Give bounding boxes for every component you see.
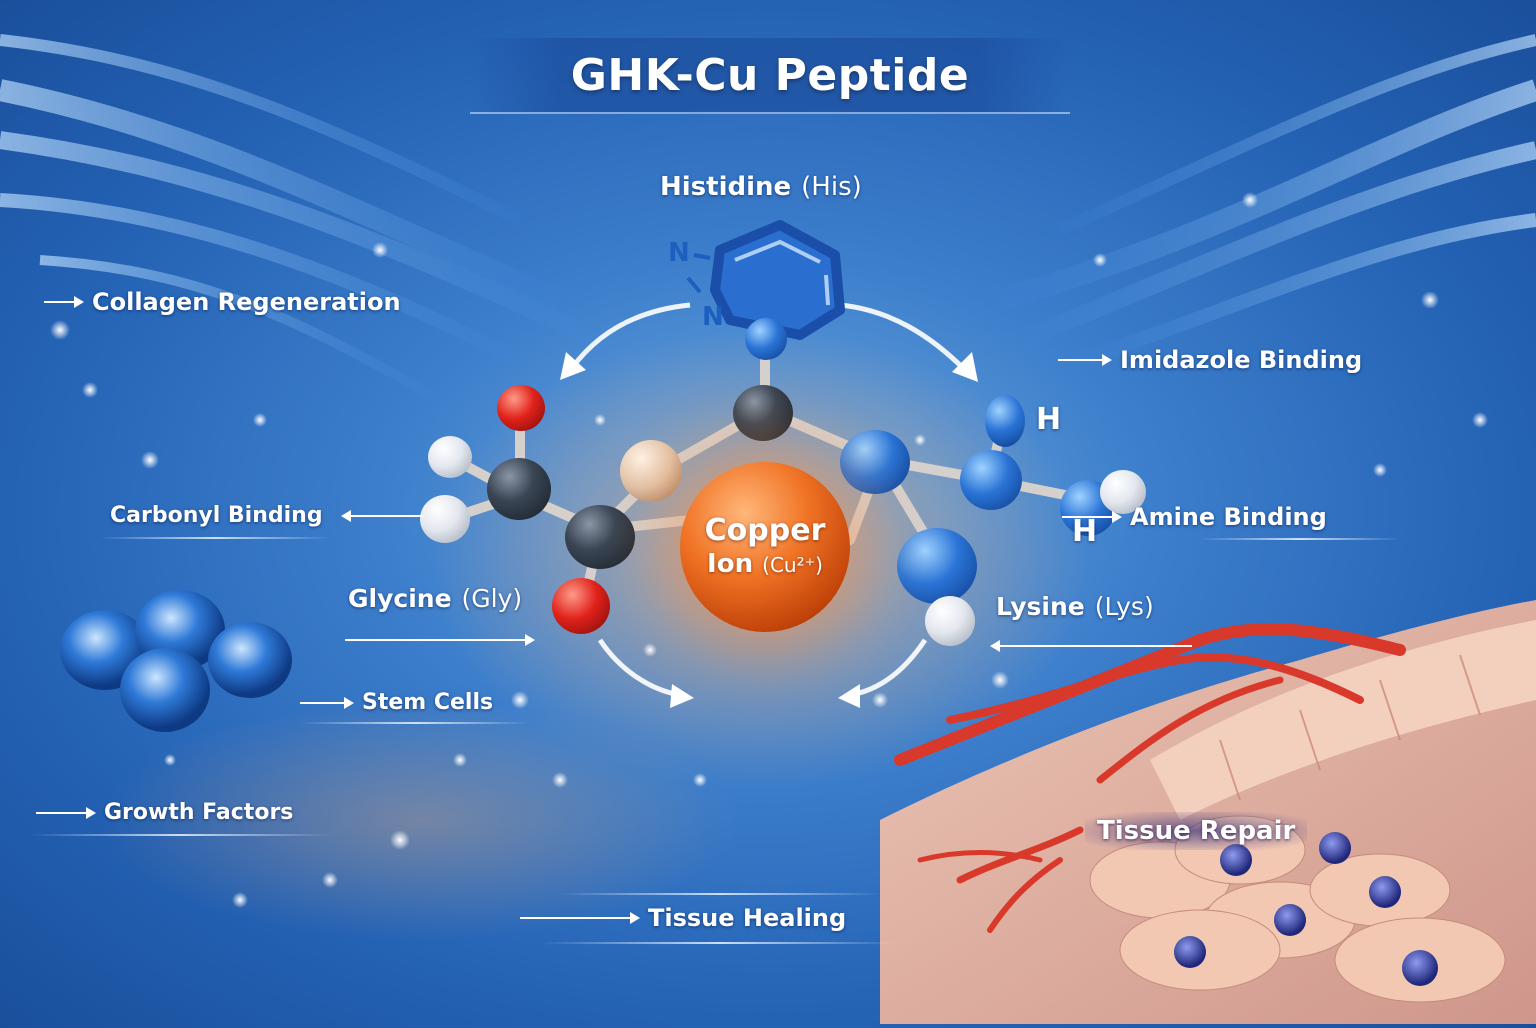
annotation-stem-cells: Stem Cells [300, 690, 493, 715]
divider-line [560, 893, 880, 895]
nitrogen-atom [745, 318, 787, 360]
divider-line [540, 942, 900, 944]
annotation-tissue-healing: Tissue Healing [520, 904, 846, 932]
arrow-right-icon [300, 696, 354, 709]
beige-atom [620, 440, 682, 502]
hydrogen-atom-lysine [1100, 470, 1146, 514]
nitrogen-atom-lysine-mid [960, 450, 1022, 510]
nitrogen-atom-lysine-top [985, 395, 1025, 447]
page-title: GHK-Cu Peptide [570, 49, 970, 101]
glycine-name: Glycine [348, 584, 452, 613]
annotation-amine-binding: Amine Binding [1062, 503, 1327, 531]
annotation-collagen-regeneration: Collagen Regeneration [44, 288, 401, 316]
carbonyl-binding-text: Carbonyl Binding [110, 503, 323, 528]
collagen-regeneration-text: Collagen Regeneration [92, 288, 401, 316]
arrow-right-icon [36, 806, 96, 819]
arrow-right-icon [345, 634, 535, 646]
arrow-right-icon [1058, 354, 1112, 366]
carbon-atom-top [733, 385, 793, 441]
annotation-carbonyl-binding: Carbonyl Binding [110, 503, 423, 528]
histidine-name: Histidine [660, 172, 792, 202]
stem-cells-illustration [60, 590, 292, 732]
growth-factors-text: Growth Factors [104, 800, 294, 825]
glycine-abbr: (Gly) [461, 584, 523, 613]
nitrogen-label-bottom: N [702, 302, 724, 332]
hydrogen-atom-lysine-bottom [925, 596, 975, 646]
hydrogen-atom-1 [428, 436, 472, 478]
divider-line [30, 834, 330, 836]
tissue-repair-label: Tissue Repair [1085, 812, 1308, 850]
stem-cells-text: Stem Cells [362, 690, 494, 715]
hydrogen-label-top: H [1036, 402, 1062, 437]
lysine-abbr: (Lys) [1094, 592, 1154, 621]
oxygen-atom-bottom [552, 578, 610, 634]
histidine-label: Histidine (His) [660, 172, 862, 202]
nitrogen-label-top: N [668, 238, 690, 268]
lysine-arrow [990, 632, 1192, 652]
carbon-atom-center [565, 505, 635, 569]
copper-ion: Copper Ion (Cu²⁺) [680, 462, 850, 632]
arrow-right-icon [44, 296, 84, 308]
histidine-abbr: (His) [801, 172, 862, 202]
copper-formula: (Cu²⁺) [762, 552, 823, 577]
arrow-right-icon [520, 912, 640, 924]
title-banner: GHK-Cu Peptide [470, 38, 1070, 114]
hydrogen-atom-2 [420, 495, 470, 543]
tissue-healing-text: Tissue Healing [648, 904, 847, 932]
collagen-fibers-right [996, 34, 1536, 367]
amine-binding-text: Amine Binding [1130, 503, 1327, 531]
copper-label-line2: Ion (Cu²⁺) [707, 548, 823, 581]
annotation-imidazole-binding: Imidazole Binding [1058, 346, 1362, 374]
imidazole-binding-text: Imidazole Binding [1120, 346, 1363, 374]
nitrogen-atom-lysine-bottom [897, 528, 977, 604]
annotation-growth-factors: Growth Factors [36, 800, 293, 825]
copper-label-line1: Copper [704, 512, 826, 548]
lysine-label: Lysine (Lys) [996, 592, 1154, 621]
divider-line [1200, 538, 1400, 540]
oxygen-atom-top [497, 385, 545, 431]
glycine-label: Glycine (Gly) [348, 584, 522, 613]
arrow-left-icon [340, 509, 423, 522]
glycine-arrow [345, 626, 535, 646]
divider-line [300, 722, 530, 724]
lysine-name: Lysine [996, 592, 1085, 621]
arrow-left-icon [990, 640, 1192, 652]
nitrogen-atom-right [840, 430, 910, 494]
arrow-right-icon [1062, 511, 1122, 523]
divider-line [100, 537, 330, 539]
copper-ion-word: Ion [707, 548, 754, 579]
carbon-atom-left [487, 458, 551, 520]
hydrogen-label-bottom: H [1072, 514, 1098, 549]
